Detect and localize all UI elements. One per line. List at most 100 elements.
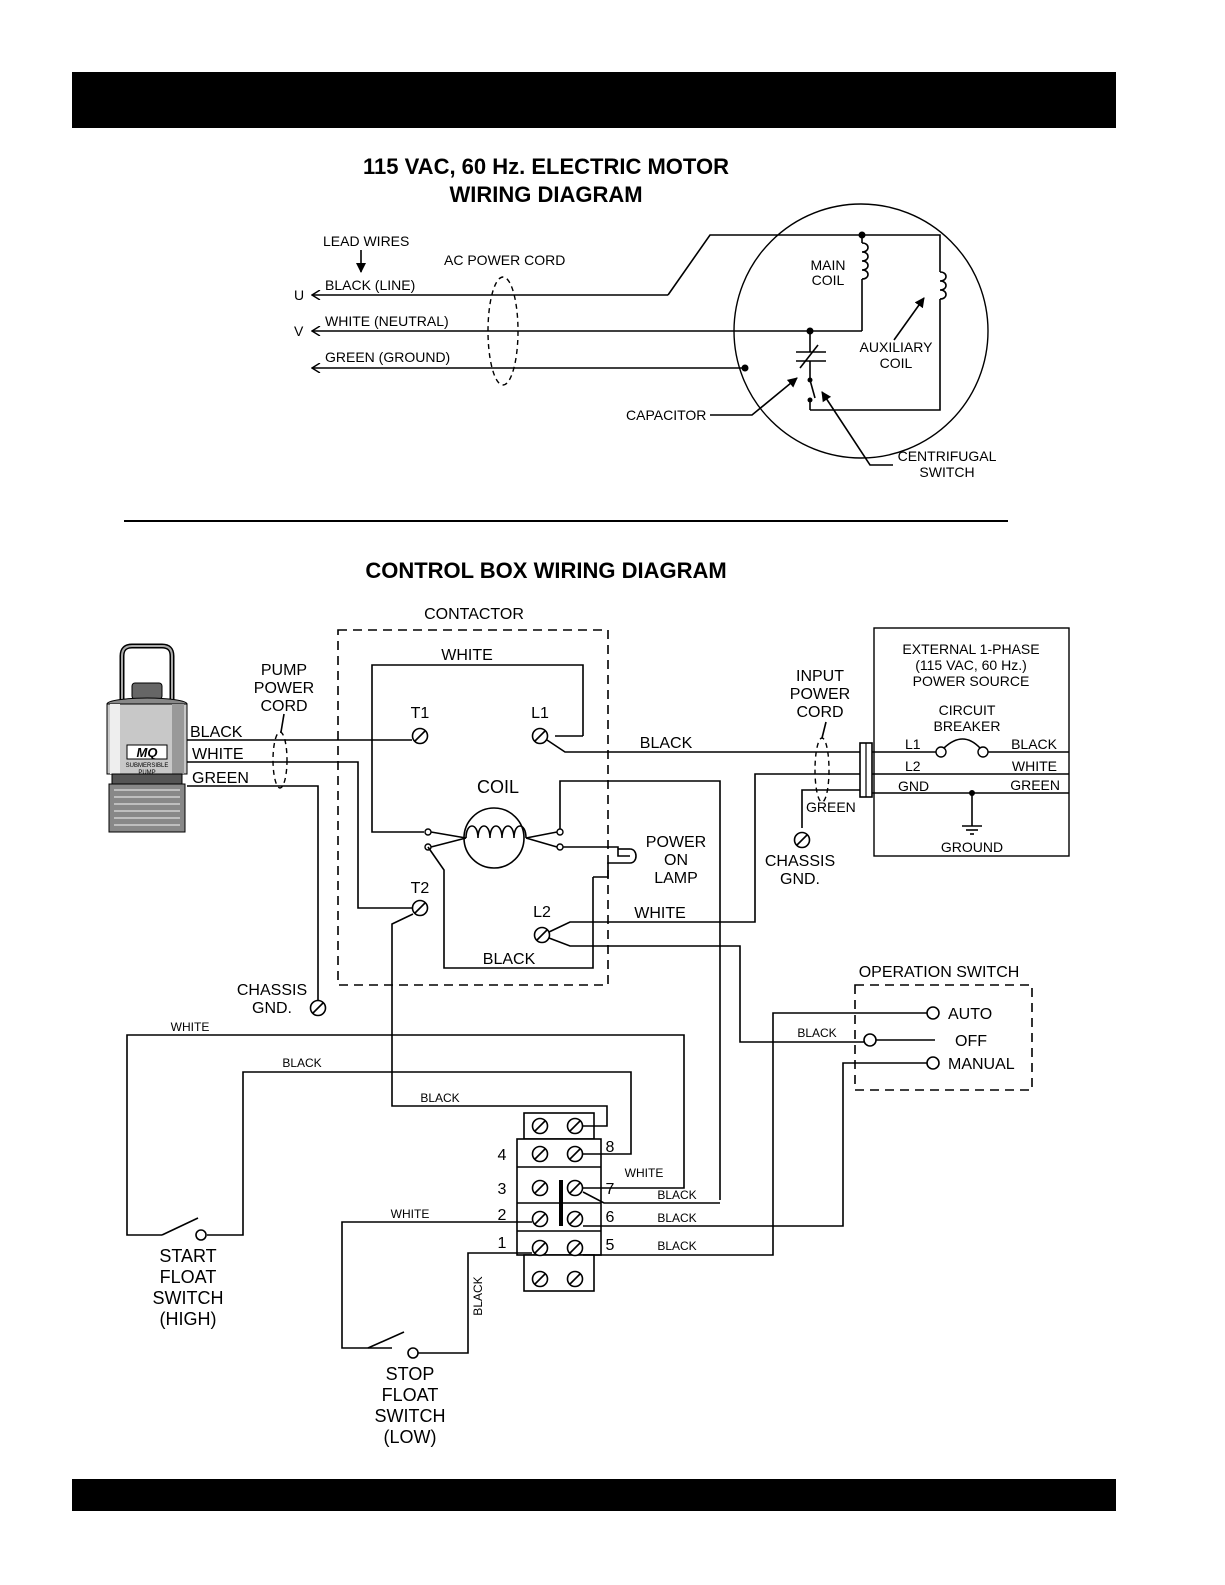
input-green-label: GREEN bbox=[806, 799, 856, 815]
operation-switch-label: OPERATION SWITCH bbox=[859, 964, 1020, 981]
contactor-black-wire bbox=[427, 846, 594, 969]
auxiliary-coil-icon bbox=[939, 271, 947, 300]
l1-label: L1 bbox=[531, 705, 549, 722]
coil-label: COIL bbox=[477, 777, 519, 797]
start-float-white-wire bbox=[126, 1034, 685, 1236]
ac-power-cord-ellipse bbox=[487, 276, 519, 386]
ext-white-label: WHITE bbox=[1012, 758, 1057, 774]
pump-power-cord-line1: PUMP bbox=[261, 662, 307, 679]
start-float-line3: SWITCH bbox=[153, 1288, 224, 1308]
input-power-cord-line2: POWER bbox=[790, 686, 850, 703]
l2-terminal bbox=[533, 926, 551, 944]
main-coil-icon bbox=[861, 242, 869, 280]
main-coil-label: COIL bbox=[812, 272, 845, 288]
ext-l1-label: L1 bbox=[905, 736, 921, 752]
header-bar bbox=[72, 72, 1116, 128]
t2-label: T2 bbox=[411, 880, 430, 897]
pump-green-wire bbox=[187, 785, 319, 1000]
centrifugal-switch-icon bbox=[809, 379, 816, 399]
contactor-label: CONTACTOR bbox=[424, 606, 524, 623]
pump-text-line2: PUMP bbox=[138, 770, 155, 776]
t2-white-wire bbox=[341, 1221, 532, 1349]
t1-black-wire bbox=[418, 1252, 532, 1354]
t1-label: T1 bbox=[411, 705, 430, 722]
capacitor-label: CAPACITOR bbox=[626, 407, 706, 423]
ac-power-cord-label: AC POWER CORD bbox=[444, 252, 565, 268]
l2-to-switch-wire bbox=[548, 937, 870, 1043]
contactor-white-wire bbox=[371, 664, 584, 833]
l1-terminal bbox=[531, 727, 549, 745]
t6-black-wire bbox=[583, 1062, 927, 1227]
coil-icon bbox=[465, 825, 527, 839]
start-float-line4: (HIGH) bbox=[160, 1309, 217, 1329]
stop-float-line3: SWITCH bbox=[375, 1406, 446, 1426]
terminal-num-5: 5 bbox=[606, 1237, 615, 1254]
input-power-cord-line3: CORD bbox=[796, 704, 843, 721]
stop-float-line1: STOP bbox=[386, 1364, 435, 1384]
chassis-gnd-left-screw bbox=[309, 999, 327, 1017]
operation-switch-box bbox=[854, 984, 1033, 1091]
power-on-lamp-line3: LAMP bbox=[654, 870, 698, 887]
ext-green-label: GREEN bbox=[1010, 777, 1060, 793]
terminal-num-3: 3 bbox=[498, 1181, 507, 1198]
start-float-line1: START bbox=[159, 1246, 216, 1266]
input-power-cord-ellipse bbox=[814, 737, 830, 803]
submersible-pump-icon: MQ SUBMERSIBLE PUMP bbox=[106, 643, 188, 833]
motor-housing bbox=[733, 203, 989, 459]
pump-logo: MQ bbox=[137, 745, 158, 760]
circuit-breaker-line2: BREAKER bbox=[934, 718, 1001, 734]
input-power-cord-line1: INPUT bbox=[796, 668, 844, 685]
chassis-gnd-left-line1: CHASSIS bbox=[237, 982, 307, 999]
t1-black-vertical-label: BLACK bbox=[471, 1276, 485, 1315]
power-on-lamp-icon bbox=[593, 848, 637, 878]
l1-black-wire bbox=[546, 739, 860, 753]
white-neutral-label: WHITE (NEUTRAL) bbox=[325, 313, 449, 329]
pump-power-cord-line3: CORD bbox=[260, 698, 307, 715]
coil-circle bbox=[463, 807, 525, 869]
pump-green-label: GREEN bbox=[192, 770, 249, 787]
ext-black-label: BLACK bbox=[1011, 736, 1058, 752]
chassis-gnd-right-line1: CHASSIS bbox=[765, 853, 835, 870]
ext-gnd-label: GND bbox=[898, 778, 929, 794]
t2-black-wire bbox=[391, 913, 608, 1127]
manual-label: MANUAL bbox=[948, 1056, 1015, 1073]
t2-black-label: BLACK bbox=[420, 1091, 459, 1105]
circuit-breaker-line1: CIRCUIT bbox=[939, 702, 996, 718]
motor-wiring-diagram: 115 VAC, 60 Hz. ELECTRIC MOTOR WIRING DI… bbox=[294, 154, 997, 480]
t7-black-label: BLACK bbox=[657, 1188, 696, 1202]
t2-terminal bbox=[411, 899, 429, 917]
start-black-label: BLACK bbox=[282, 1056, 321, 1070]
circuit-breaker-icon bbox=[943, 738, 981, 749]
off-contact bbox=[863, 1033, 877, 1047]
start-float-line2: FLOAT bbox=[160, 1267, 217, 1287]
ground-label: GROUND bbox=[941, 839, 1003, 855]
black-line-label: BLACK (LINE) bbox=[325, 277, 415, 293]
t2-white-label: WHITE bbox=[391, 1207, 430, 1221]
switch-label: SWITCH bbox=[919, 464, 974, 480]
chassis-gnd-left-line2: GND. bbox=[252, 1000, 292, 1017]
motor-title-line2: WIRING DIAGRAM bbox=[449, 182, 642, 207]
auto-label: AUTO bbox=[948, 1006, 992, 1023]
black-line-wire bbox=[667, 234, 863, 296]
ext-l2-label: L2 bbox=[905, 758, 921, 774]
main-label: MAIN bbox=[811, 257, 846, 273]
t6-black-label: BLACK bbox=[657, 1211, 696, 1225]
t5-black-wire bbox=[583, 1012, 927, 1256]
v-label: V bbox=[294, 323, 304, 339]
external-power-source-box bbox=[873, 627, 1070, 857]
t5-black-label: BLACK bbox=[657, 1239, 696, 1253]
l1-black-label: BLACK bbox=[640, 735, 693, 752]
start-float-switch-icon bbox=[161, 1217, 199, 1236]
l2-white-label: WHITE bbox=[634, 905, 686, 922]
pump-white-label: WHITE bbox=[192, 746, 244, 763]
external-line2: (115 VAC, 60 Hz.) bbox=[915, 657, 1027, 673]
u-label: U bbox=[294, 287, 304, 303]
terminal-num-2: 2 bbox=[498, 1207, 507, 1224]
green-ground-label: GREEN (GROUND) bbox=[325, 349, 450, 365]
auxiliary-coil-label: COIL bbox=[880, 355, 913, 371]
terminal-num-7: 7 bbox=[606, 1181, 615, 1198]
motor-title-line1: 115 VAC, 60 Hz. ELECTRIC MOTOR bbox=[363, 154, 729, 179]
pump-black-label: BLACK bbox=[190, 724, 243, 741]
auto-contact bbox=[926, 1006, 940, 1020]
